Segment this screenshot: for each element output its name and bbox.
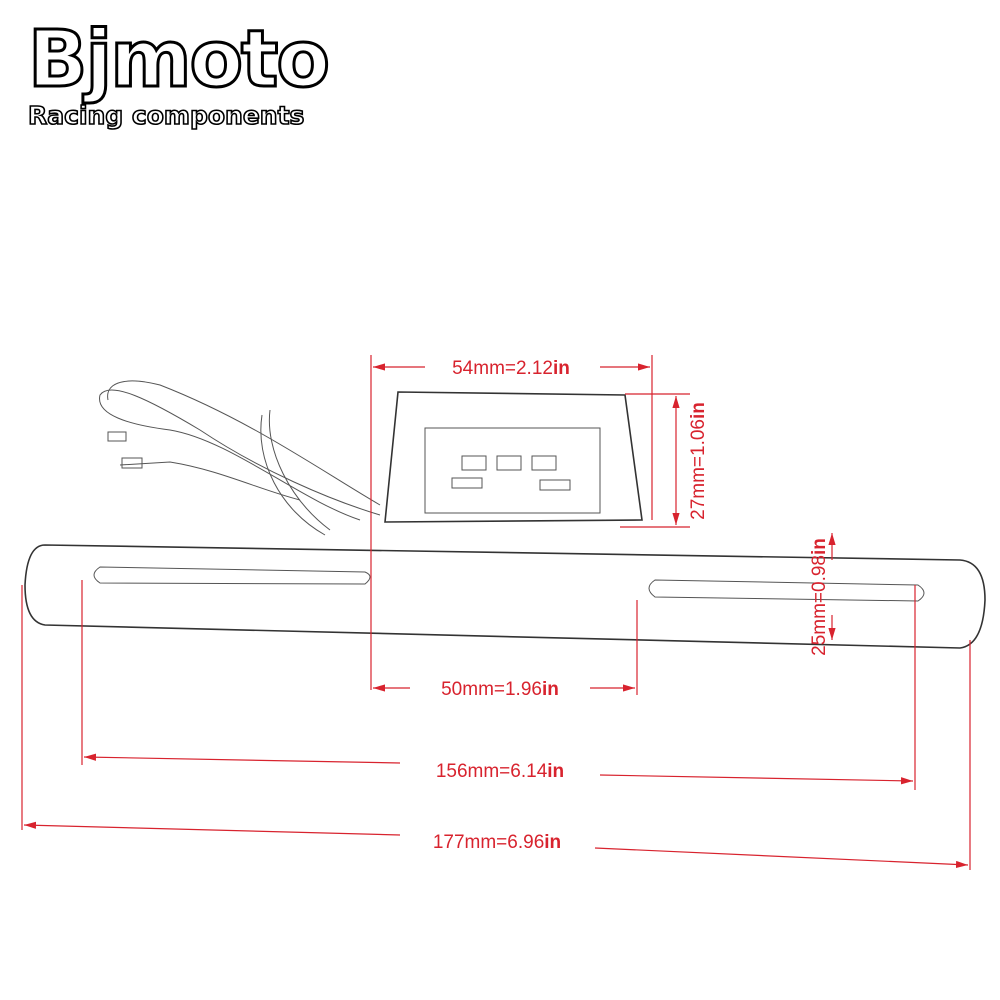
logo-brand: Bjmoto [28, 15, 328, 105]
overall-length-label: 177mm=6.96in [433, 832, 561, 853]
housing-height-label: 27mm=1.06in [688, 402, 709, 520]
bracket-height-label: 25mm=0.98in [809, 538, 830, 656]
brand-logo: Bjmoto Racing components [27, 14, 332, 131]
license-plate-bracket [24, 544, 986, 649]
housing-width-label: 54mm=2.12in [452, 358, 570, 379]
slot-gap-label: 50mm=1.96in [441, 679, 559, 700]
right-slot [648, 579, 925, 602]
logo-tagline: Racing components [28, 101, 304, 130]
slot-span-label: 156mm=6.14in [436, 761, 564, 782]
wire-harness [99, 380, 381, 536]
dimension-lines [21, 355, 971, 870]
tail-light-housing [384, 391, 643, 523]
left-slot [93, 566, 371, 585]
